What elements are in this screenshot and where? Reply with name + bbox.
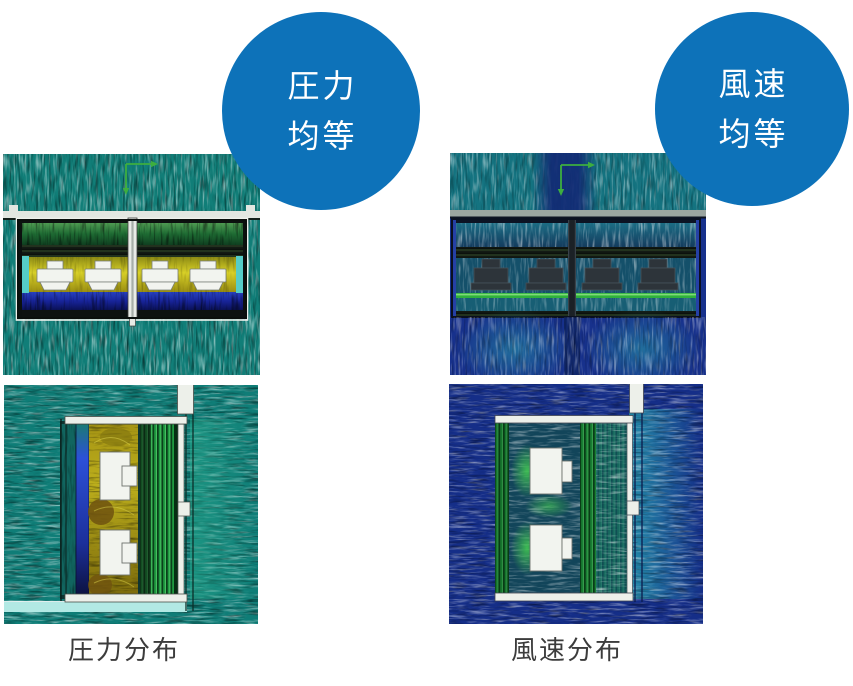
pressure-front-view-image xyxy=(3,154,260,375)
badge-text-line: 均等 xyxy=(718,116,789,152)
badge-text-line: 圧力 xyxy=(287,68,358,104)
badge-text-line: 均等 xyxy=(287,118,358,154)
axis-marker-icon xyxy=(557,161,595,196)
pressure-front-cfd-graphic xyxy=(3,154,260,375)
pressure-side-view-image xyxy=(4,385,258,624)
fan-blocks xyxy=(529,447,573,572)
velocity-side-cfd-graphic xyxy=(449,384,703,624)
velocity-uniform-badge: 風速 均等 xyxy=(655,12,849,206)
pressure-side-cfd-graphic xyxy=(4,385,258,624)
pressure-distribution-caption: 圧力分布 xyxy=(67,635,180,665)
pressure-uniform-badge: 圧力 均等 xyxy=(222,12,420,210)
velocity-distribution-caption: 風速分布 xyxy=(510,635,623,665)
velocity-side-view-image xyxy=(449,384,703,624)
velocity-front-cfd-graphic xyxy=(450,153,706,375)
axis-marker-icon xyxy=(122,160,158,195)
badge-text-line: 風速 xyxy=(718,66,789,102)
fan-blocks xyxy=(99,451,138,576)
velocity-front-view-image xyxy=(450,153,706,375)
